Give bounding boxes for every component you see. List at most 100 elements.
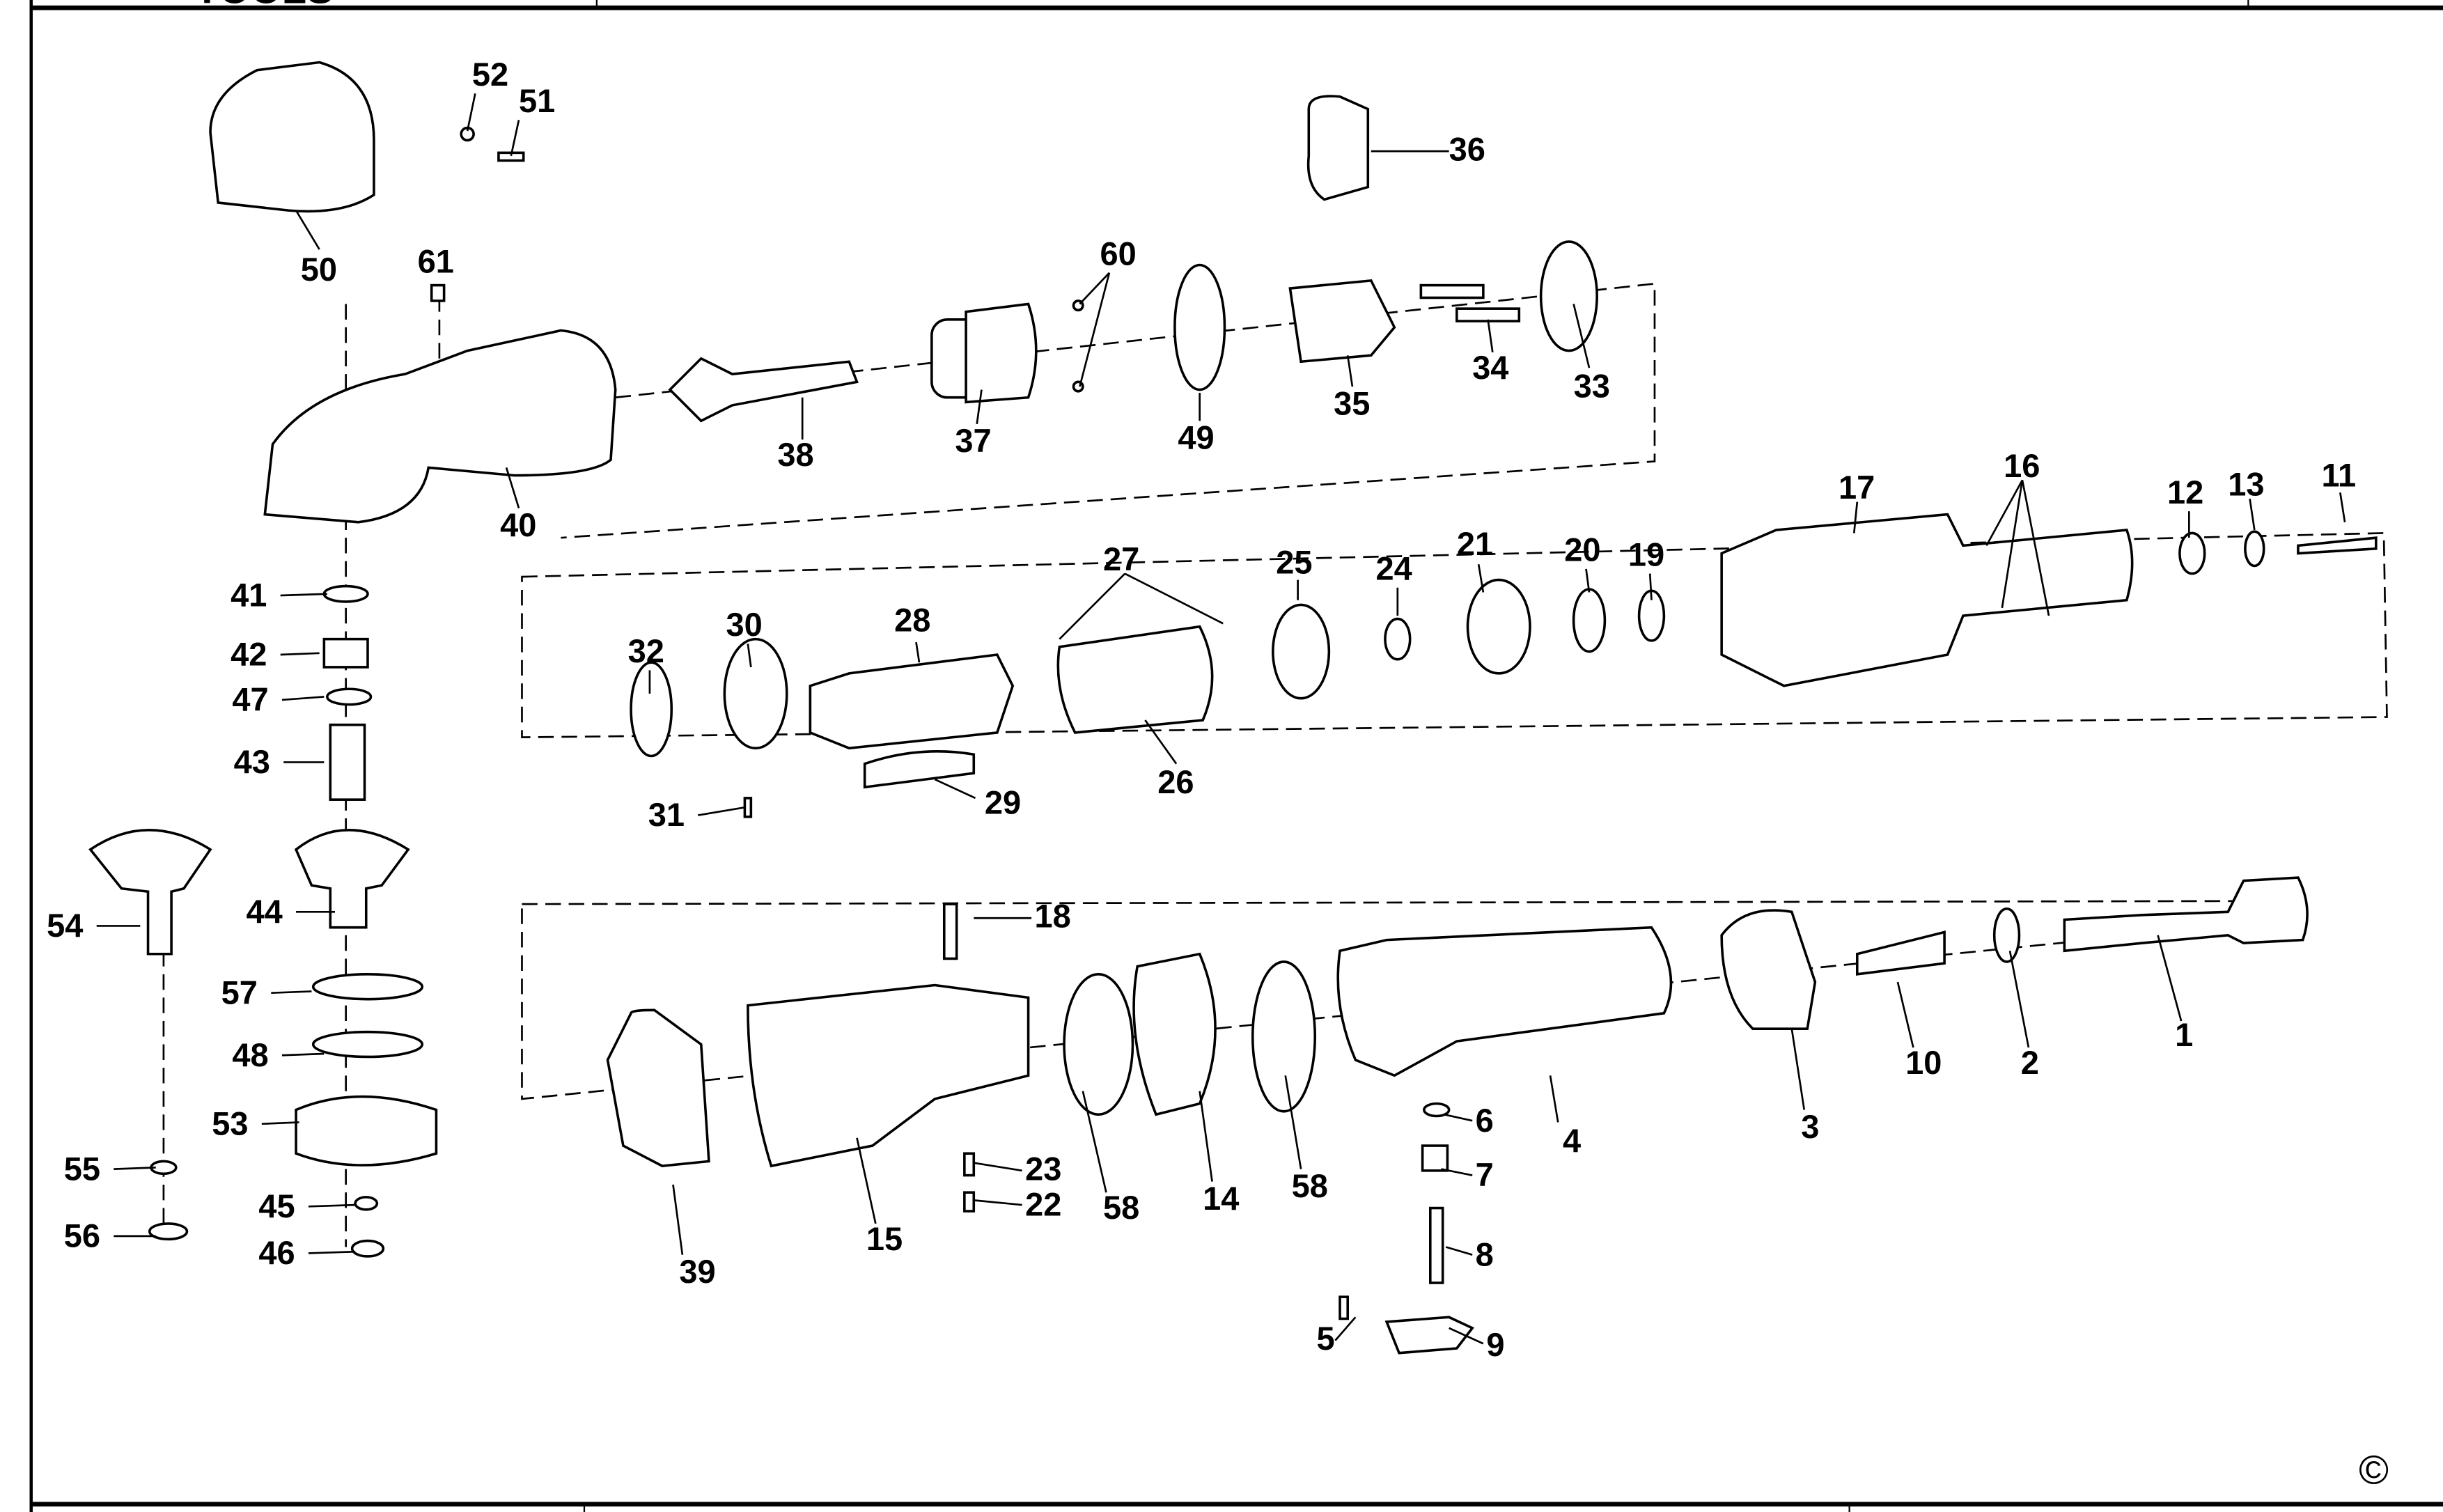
- leader-line: [934, 778, 976, 800]
- part-outline: [1429, 1206, 1444, 1284]
- leader-line: [281, 696, 325, 701]
- callout-31: 31: [648, 796, 685, 833]
- leader-line: [308, 1250, 356, 1254]
- callout-23: 23: [1025, 1150, 1061, 1187]
- part-outline: [1384, 1316, 1474, 1355]
- leader-line: [1585, 568, 1591, 593]
- callout-7: 7: [1476, 1156, 1494, 1193]
- part-outline: [1720, 513, 2134, 687]
- callout-19: 19: [1628, 536, 1664, 572]
- callout-52: 52: [472, 56, 508, 93]
- leader-line: [1648, 573, 1653, 600]
- leader-line: [1487, 319, 1494, 353]
- leader-line: [1059, 572, 1126, 640]
- part-outline: [294, 829, 410, 929]
- part-outline: [88, 829, 212, 956]
- callout-47: 47: [232, 681, 268, 718]
- callout-35: 35: [1334, 384, 1370, 421]
- part-outline: [1272, 603, 1331, 700]
- leader-line: [1896, 981, 1914, 1048]
- part-outline: [2178, 531, 2206, 575]
- part-outline: [1419, 283, 1485, 299]
- part-outline: [1056, 625, 1214, 734]
- callout-40: 40: [500, 506, 536, 543]
- callout-16: 16: [2004, 447, 2040, 484]
- callout-12: 12: [2167, 474, 2203, 511]
- part-outline: [1338, 1295, 1350, 1320]
- callout-46: 46: [258, 1234, 295, 1271]
- leader-line: [698, 806, 745, 816]
- part-outline: [630, 661, 673, 758]
- callout-3: 3: [1801, 1108, 1819, 1145]
- leader-line: [1199, 1091, 1213, 1182]
- part-outline: [606, 1008, 710, 1167]
- callout-55: 55: [64, 1150, 100, 1187]
- part-outline: [1539, 240, 1598, 352]
- part-outline: [668, 357, 859, 423]
- leader-line: [1284, 1075, 1302, 1169]
- leader-line: [1441, 1168, 1473, 1176]
- callout-26: 26: [1157, 763, 1194, 800]
- leader-line: [2021, 480, 2050, 616]
- leader-line: [1444, 1113, 1473, 1122]
- part-outline: [963, 1191, 976, 1213]
- leader-line: [1985, 479, 2024, 546]
- leader-line: [856, 1137, 877, 1224]
- callout-28: 28: [894, 601, 930, 638]
- leader-line: [1572, 304, 1591, 368]
- part-outline: [326, 687, 373, 706]
- leader-line: [2157, 935, 2183, 1022]
- callout-38: 38: [777, 436, 813, 473]
- leader-line: [976, 389, 983, 424]
- part-outline: [1063, 973, 1134, 1116]
- part-outline: [311, 1030, 424, 1059]
- leader-line: [281, 1052, 325, 1057]
- part-outline: [295, 1095, 438, 1167]
- part-outline: [1720, 909, 1817, 1030]
- part-outline: [747, 983, 1030, 1168]
- callout-15: 15: [866, 1220, 903, 1257]
- leader-line: [505, 467, 520, 509]
- callout-41: 41: [231, 577, 267, 614]
- leader-line: [308, 1203, 356, 1208]
- callout-58: 58: [1103, 1189, 1139, 1226]
- leader-line: [747, 644, 752, 668]
- leader-line: [1449, 1327, 1484, 1345]
- callout-34: 34: [1472, 349, 1508, 386]
- part-outline: [329, 723, 366, 801]
- leader-line: [1477, 563, 1485, 593]
- part-outline: [1455, 307, 1521, 322]
- callout-45: 45: [258, 1187, 295, 1224]
- part-outline: [209, 61, 375, 213]
- callout-10: 10: [1905, 1044, 1942, 1081]
- callout-18: 18: [1035, 898, 1071, 935]
- part-outline: [863, 750, 976, 789]
- part-outline: [322, 584, 369, 603]
- callout-21: 21: [1457, 525, 1493, 562]
- leader-line: [271, 990, 312, 995]
- callout-58: 58: [1292, 1167, 1328, 1204]
- leader-line: [1549, 1075, 1559, 1123]
- part-outline: [723, 637, 788, 750]
- callout-32: 32: [628, 632, 664, 669]
- callout-54: 54: [47, 907, 83, 944]
- part-outline: [430, 283, 446, 302]
- callout-37: 37: [955, 422, 991, 459]
- copyright-mark: ©: [2359, 1448, 2389, 1493]
- callout-14: 14: [1203, 1180, 1239, 1217]
- callout-9: 9: [1486, 1326, 1504, 1363]
- part-outline: [148, 1222, 189, 1241]
- leader-line: [915, 641, 921, 663]
- leader-line: [974, 1199, 1022, 1206]
- part-outline: [1421, 1144, 1449, 1172]
- part-outline: [809, 653, 1015, 750]
- callout-60: 60: [1100, 235, 1136, 272]
- part-outline: [322, 637, 369, 669]
- callout-8: 8: [1476, 1236, 1494, 1272]
- callout-20: 20: [1564, 531, 1600, 568]
- part-outline: [1572, 588, 1607, 653]
- leader-line: [2008, 951, 2030, 1048]
- leader-line: [1144, 719, 1178, 765]
